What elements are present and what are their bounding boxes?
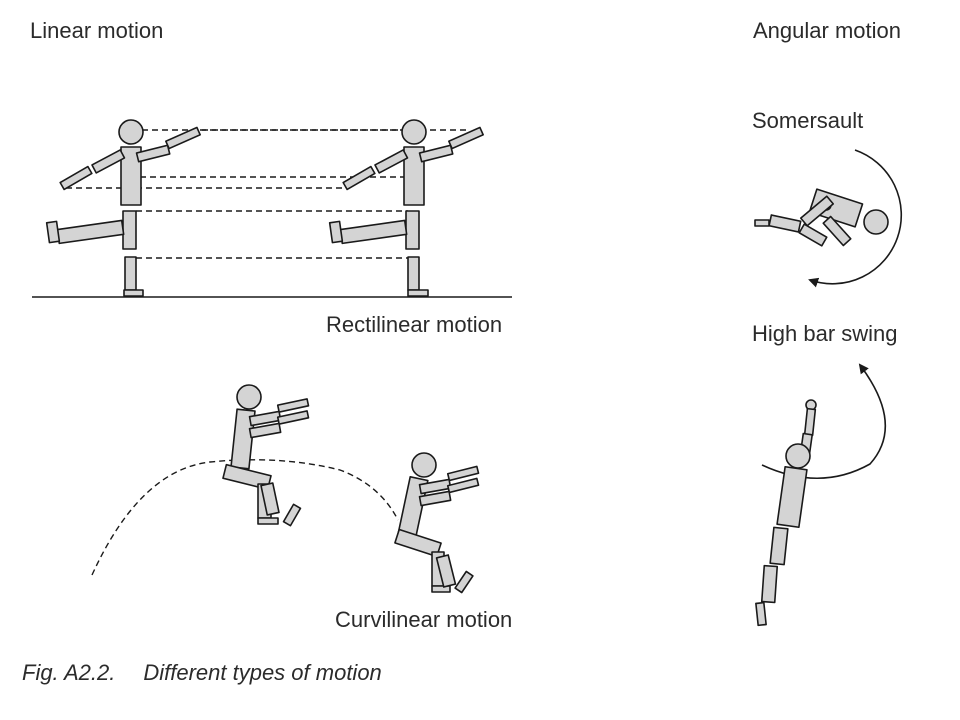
runner-figure-end <box>328 119 484 297</box>
high-bar-figure <box>755 399 817 627</box>
somersault-figure <box>754 188 889 247</box>
heading-angular-motion: Angular motion <box>753 18 901 43</box>
label-curvilinear-motion: Curvilinear motion <box>335 607 513 632</box>
heading-linear-motion: Linear motion <box>30 18 164 43</box>
somersault-rotation-arrow <box>808 149 903 288</box>
jumper-figure-start <box>222 384 310 527</box>
figure-caption: Fig. A2.2. Different types of motion <box>22 660 382 686</box>
label-somersault: Somersault <box>752 108 864 133</box>
caption-number: Fig. A2.2. <box>22 660 116 685</box>
runner-figure-start <box>45 119 201 297</box>
label-high-bar-swing: High bar swing <box>752 321 898 346</box>
jumper-figure-end <box>394 452 480 594</box>
caption-text: Different types of motion <box>143 660 382 685</box>
label-rectilinear-motion: Rectilinear motion <box>326 312 503 337</box>
high-bar-rotation-arrow <box>761 363 887 479</box>
